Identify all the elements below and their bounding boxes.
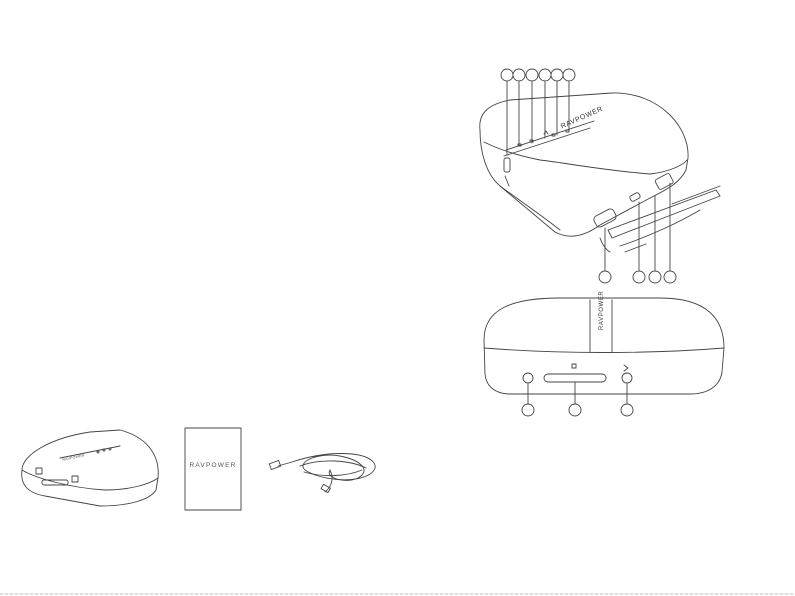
package-cable-icon	[269, 453, 375, 492]
package-device	[22, 430, 159, 506]
booklet-brand-text: RAVPOWER	[185, 462, 241, 469]
device-angled-view	[480, 69, 720, 283]
callout-top-group	[501, 69, 575, 155]
device-brand-side-text: RAVPOWER	[599, 291, 605, 330]
package-booklet	[185, 428, 241, 510]
